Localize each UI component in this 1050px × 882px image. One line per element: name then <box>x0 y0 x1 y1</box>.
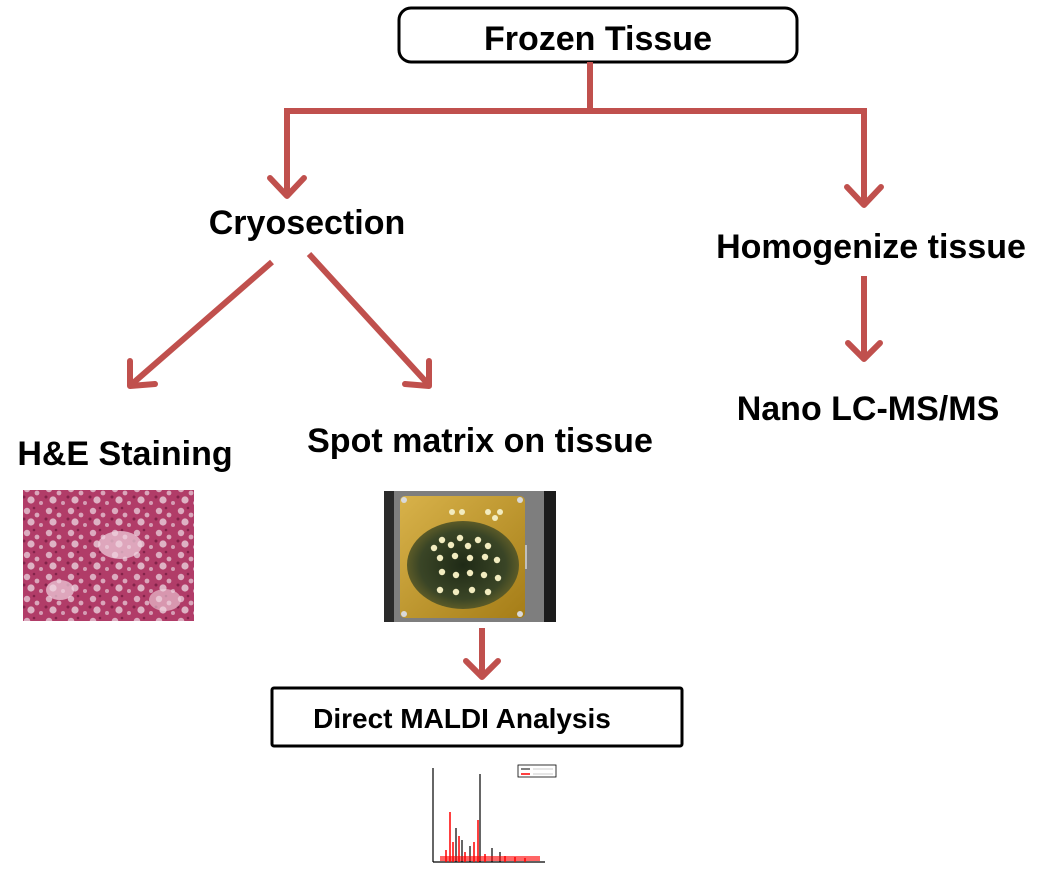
mass-spectrum-image <box>432 764 557 863</box>
homogenize-to-nanolc-arrow <box>845 276 883 362</box>
homogenize-label: Homogenize tissue <box>716 228 1026 266</box>
spot-matrix-label: Spot matrix on tissue <box>307 422 653 460</box>
cryosection-label: Cryosection <box>209 204 406 242</box>
frozen-tissue-box <box>397 6 799 64</box>
arrow-to-homogenize <box>844 184 884 208</box>
matrix-spots <box>430 509 503 596</box>
arrow-to-nanolc <box>845 340 883 362</box>
arrow-to-cryosection <box>267 175 307 199</box>
arrow-to-maldi <box>463 658 501 680</box>
nano-lc-label: Nano LC-MS/MS <box>737 390 1000 428</box>
plate-to-maldi-arrow <box>463 628 501 680</box>
he-staining-label: H&E Staining <box>17 435 232 473</box>
cryosection-split-arrows <box>127 251 432 389</box>
top-branch-connector <box>267 62 884 208</box>
maldi-box <box>270 686 684 748</box>
frozen-tissue-label: Frozen Tissue <box>484 20 712 58</box>
he-stained-tissue-image <box>23 490 194 621</box>
right-diagonal-line <box>306 251 431 387</box>
maldi-node: Direct MALDI Analysis <box>270 686 684 748</box>
arrow-to-spot-matrix <box>402 358 432 389</box>
maldi-label: Direct MALDI Analysis <box>313 703 611 734</box>
frozen-tissue-node: Frozen Tissue <box>397 6 799 64</box>
left-diagonal-line <box>130 259 274 387</box>
maldi-plate-image <box>384 491 556 622</box>
arrow-to-he-staining <box>127 358 158 389</box>
